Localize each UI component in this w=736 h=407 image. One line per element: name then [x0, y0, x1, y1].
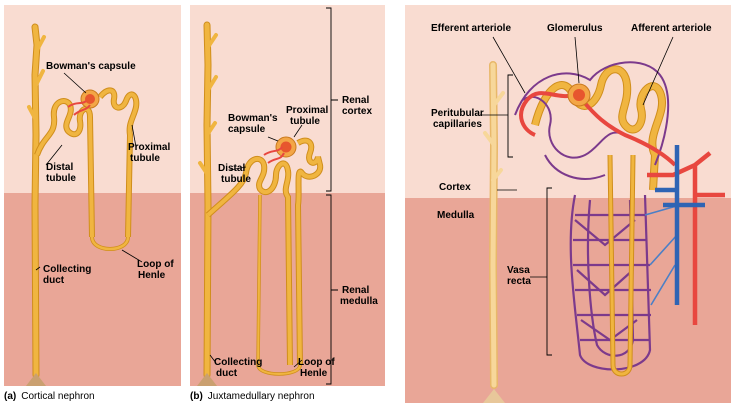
label-bowmans-capsule-line1: Bowman's	[228, 113, 278, 124]
caption-text-b: Juxtamedullary nephron	[207, 391, 315, 402]
label-cortex: Cortex	[439, 182, 471, 193]
panel-vascular-supply: Efferent arteriole Glomerulus Afferent a…	[405, 5, 731, 403]
vein-vessel	[655, 145, 705, 305]
juxtamedullary-nephron-drawing	[197, 7, 338, 386]
label-loop-of-henle-line1: Loop of	[298, 357, 335, 368]
label-renal-cortex-line2: cortex	[342, 106, 373, 117]
caption-letter-b: (b)	[190, 391, 203, 402]
label-vasa-recta-line2: recta	[507, 276, 531, 287]
panel-cortical-nephron: Bowman's capsule Proximal tubule Distal …	[4, 5, 181, 386]
label-loop-of-henle-line2: Henle	[300, 368, 328, 379]
renal-cortex-bracket	[326, 7, 332, 192]
renal-medulla-bracket	[326, 194, 332, 385]
distal-tubule-shape	[205, 155, 293, 366]
afferent-arteriole-shape	[581, 99, 677, 167]
label-distal-tubule-line2: tubule	[46, 173, 76, 184]
label-afferent-arteriole: Afferent arteriole	[631, 23, 712, 34]
cortical-nephron-drawing	[26, 23, 143, 386]
label-collecting-duct-line1: Collecting	[214, 357, 263, 368]
panel-juxtamedullary-nephron: Bowman's capsule Proximal tubule Distal …	[190, 5, 385, 386]
vasa-recta-bracket	[546, 187, 552, 356]
caption-text-a: Cortical nephron	[21, 391, 95, 402]
vascular-supply-drawing	[480, 36, 725, 403]
label-vasa-recta-line1: Vasa	[507, 265, 530, 276]
label-medulla: Medulla	[437, 210, 475, 221]
label-collecting-duct-line2: duct	[216, 368, 238, 379]
duct-base	[483, 389, 505, 403]
label-renal-medulla-line1: Renal	[342, 285, 370, 296]
artery-vessel	[647, 151, 725, 325]
peritubular-capillary-network	[514, 61, 670, 191]
caption-panel-b: (b) Juxtamedullary nephron	[190, 391, 315, 402]
label-bowmans-capsule: Bowman's capsule	[46, 61, 136, 72]
label-distal-tubule-line2: tubule	[221, 174, 251, 185]
label-glomerulus: Glomerulus	[547, 23, 603, 34]
duct-base	[26, 373, 46, 386]
label-collecting-duct-line1: Collecting	[43, 264, 92, 275]
caption-panel-a: (a) Cortical nephron	[4, 391, 95, 402]
loop-of-henle-shape	[256, 194, 302, 376]
label-proximal-tubule-line2: tubule	[130, 153, 160, 164]
label-efferent-arteriole: Efferent arteriole	[431, 23, 512, 34]
caption-letter-a: (a)	[4, 391, 17, 402]
label-proximal-tubule-line1: Proximal	[128, 142, 171, 153]
label-proximal-tubule-line2: tubule	[290, 116, 320, 127]
label-renal-cortex-line1: Renal	[342, 95, 370, 106]
label-loop-of-henle-line1: Loop of	[137, 259, 174, 270]
label-peritubular-capillaries-line2: capillaries	[433, 119, 482, 130]
label-distal-tubule-line1: Distal	[218, 163, 246, 174]
label-bowmans-capsule-line2: capsule	[228, 124, 266, 135]
cortex-region	[190, 5, 385, 193]
peritubular-bracket	[507, 74, 513, 158]
duct-base	[197, 373, 217, 386]
label-loop-of-henle-line2: Henle	[138, 270, 166, 281]
label-distal-tubule-line1: Distal	[46, 162, 74, 173]
label-collecting-duct-line2: duct	[43, 275, 65, 286]
efferent-arteriole-shape	[519, 91, 576, 137]
label-proximal-tubule-line1: Proximal	[286, 105, 329, 116]
label-renal-medulla-line2: medulla	[340, 296, 378, 307]
label-peritubular-capillaries-line1: Peritubular	[431, 108, 484, 119]
